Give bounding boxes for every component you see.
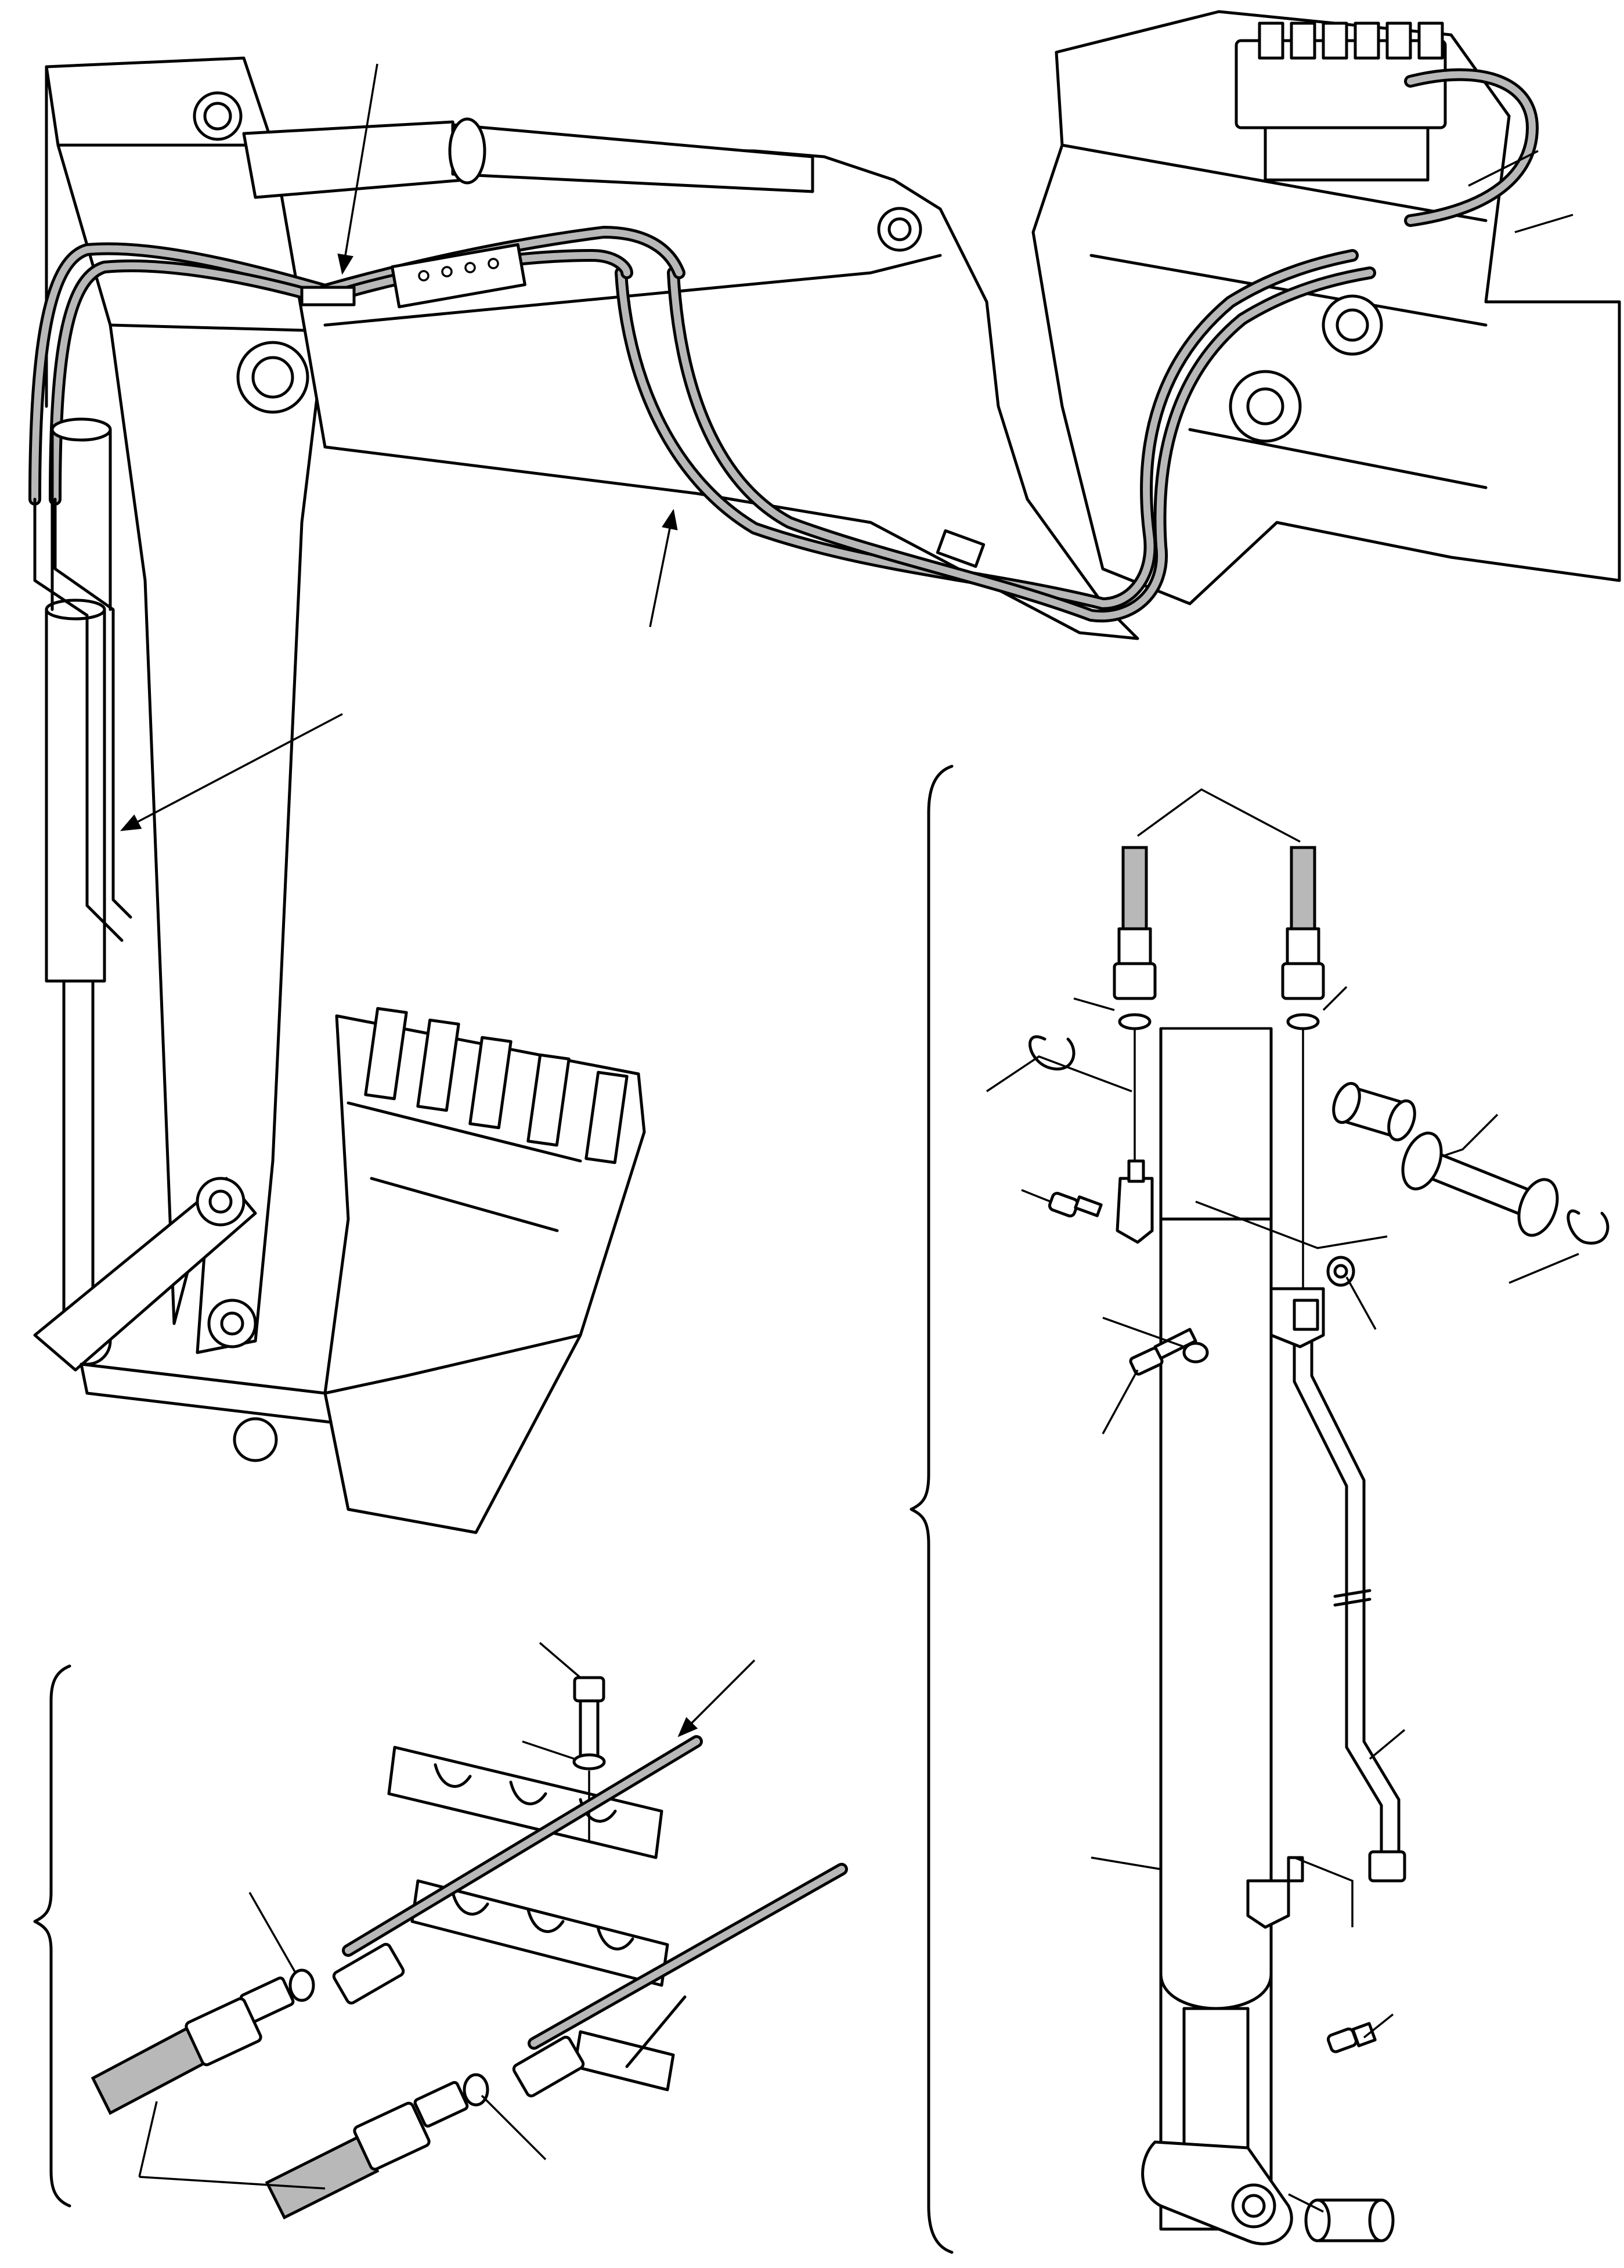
main-boom bbox=[271, 143, 1139, 640]
elbow-fitting bbox=[1246, 1879, 1290, 1929]
hydraulic-tube bbox=[1293, 1310, 1383, 1859]
bucket bbox=[33, 1007, 646, 1534]
group-brace bbox=[910, 765, 954, 2254]
elbow-fitting bbox=[1116, 1177, 1154, 1244]
circlip bbox=[1567, 1209, 1609, 1245]
o-ring bbox=[288, 1968, 315, 2002]
boom-hose-run bbox=[615, 68, 1539, 623]
swing-frame bbox=[1031, 10, 1621, 605]
hose-end-fitting bbox=[1281, 846, 1325, 1000]
hose-end bbox=[265, 2101, 431, 2220]
boom-assembly-overview bbox=[28, 10, 1621, 1534]
washer bbox=[1182, 1342, 1209, 1364]
pivot-pin bbox=[1332, 1081, 1559, 1237]
o-ring bbox=[1286, 1013, 1320, 1030]
hose-end bbox=[91, 1997, 262, 2115]
group-brace bbox=[33, 1664, 71, 2208]
bucket-cylinder-detail bbox=[910, 765, 1609, 2254]
control-valve-bank bbox=[1235, 21, 1447, 182]
bucket-linkage bbox=[33, 1177, 257, 1372]
callout-arrow bbox=[120, 713, 343, 831]
clamp-bolt bbox=[572, 1676, 606, 1771]
callout-arrow bbox=[337, 63, 378, 275]
hose-end-fitting bbox=[1113, 846, 1157, 1000]
o-ring bbox=[1118, 1013, 1152, 1030]
circlip bbox=[1028, 1035, 1076, 1071]
bushing bbox=[1304, 2198, 1395, 2242]
arm-hose-run bbox=[28, 226, 685, 506]
bucket-cylinder-overview bbox=[33, 417, 132, 1366]
hose-clamp-detail bbox=[33, 1642, 848, 2220]
o-ring bbox=[463, 2073, 489, 2107]
clamp-block-upper bbox=[387, 1746, 663, 1859]
callout-arrow bbox=[649, 509, 678, 628]
grease-nipple bbox=[1048, 1192, 1103, 1218]
bucket-cylinder bbox=[1141, 1027, 1293, 2245]
grease-nipple bbox=[1326, 2022, 1377, 2053]
callout-arrow bbox=[677, 1659, 756, 1737]
